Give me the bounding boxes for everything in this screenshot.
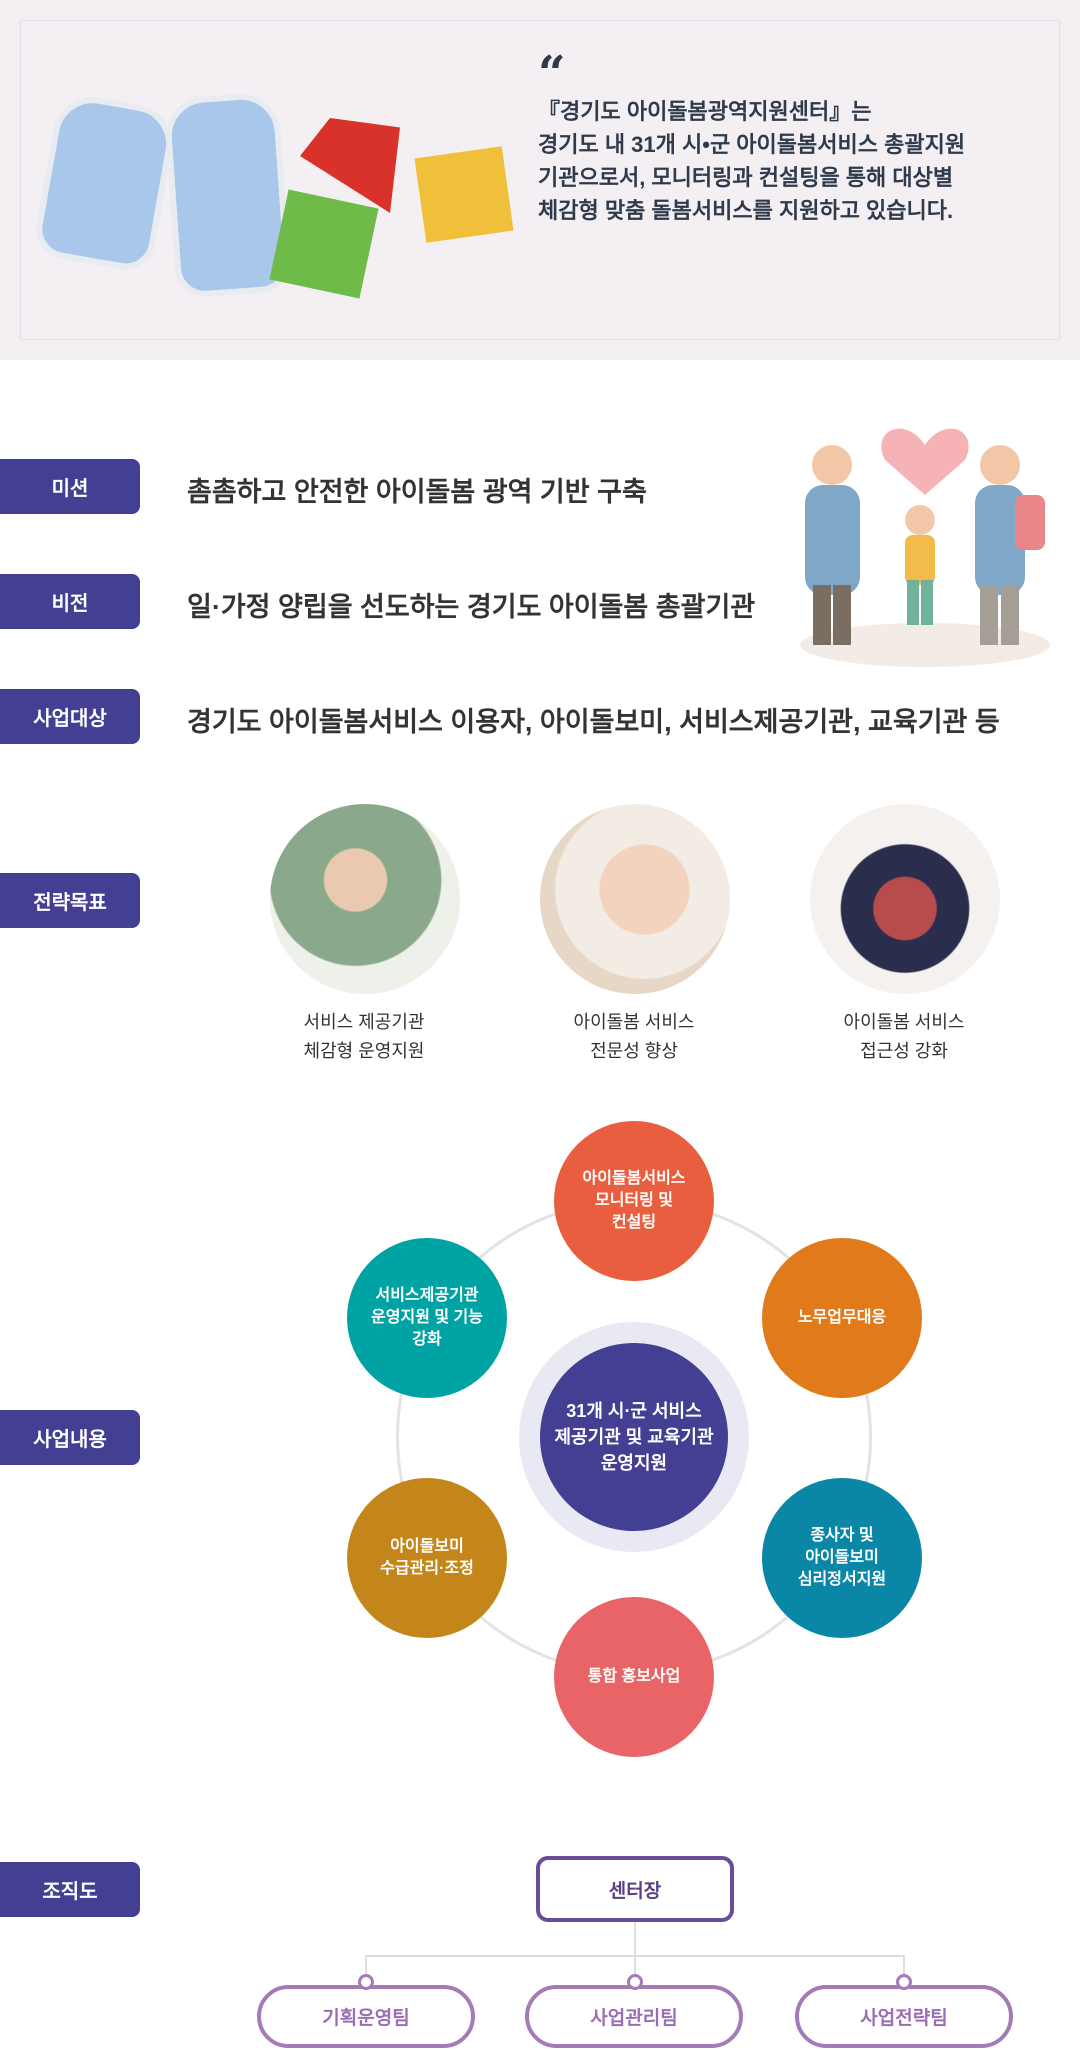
caption-line: 서비스 제공기관: [303, 1012, 425, 1032]
target-label: 사업대상: [0, 689, 140, 744]
node-line: 운영지원 및 기능: [371, 1309, 483, 1326]
node-line: 아이돌보미: [390, 1538, 464, 1555]
mission-text: 촘촘하고 안전한 아이돌봄 광역 기반 구축: [187, 477, 647, 507]
hero-line: 경기도 내 31개 시•군 아이돌봄서비스 총괄지원: [538, 132, 966, 157]
hero-line: 『경기도 아이돌봄광역지원센터』는: [538, 99, 872, 124]
center-line: 운영지원: [600, 1453, 668, 1473]
hero-line: 체감형 맞춤 돌봄서비스를 지원하고 있습니다.: [538, 198, 954, 223]
org-connector: [365, 1955, 367, 1977]
strategy-photo-caregiver: [270, 804, 460, 994]
connector-dot: [627, 1974, 643, 1990]
center-line: 제공기관 및 교육기관: [554, 1427, 714, 1447]
org-label: 조직도: [0, 1862, 140, 1917]
node-line: 아이돌봄서비스: [582, 1170, 686, 1187]
mission-label: 미션: [0, 459, 140, 514]
org-team-management: 사업관리팀: [525, 1985, 743, 2048]
target-text: 경기도 아이돌봄서비스 이용자, 아이돌보미, 서비스제공기관, 교육기관 등: [187, 707, 1000, 737]
business-node: 노무업무대응: [762, 1238, 922, 1398]
caption-line: 아이돌봄 서비스: [573, 1012, 695, 1032]
content-label: 사업내용: [0, 1410, 140, 1465]
business-node: 통합 홍보사업: [554, 1597, 714, 1757]
org-connector: [634, 1922, 636, 1956]
toy-block-yellow: [414, 146, 514, 243]
strategy-photo-mother-child: [810, 804, 1000, 994]
vision-text: 일·가정 양립을 선도하는 경기도 아이돌봄 총괄기관: [187, 592, 756, 622]
vision-label: 비전: [0, 574, 140, 629]
hero-banner: “ 『경기도 아이돌봄광역지원센터』는 경기도 내 31개 시•군 아이돌봄서비…: [0, 0, 1080, 360]
hero-intro-text: 『경기도 아이돌봄광역지원센터』는 경기도 내 31개 시•군 아이돌봄서비스 …: [538, 95, 1038, 227]
hero-frame: [20, 20, 1060, 340]
node-line: 강화: [412, 1331, 442, 1348]
org-connector: [903, 1955, 905, 1977]
center-line: 31개 시·군 서비스: [566, 1401, 702, 1421]
strategy-photo-baby: [540, 804, 730, 994]
strategy-label: 전략목표: [0, 873, 140, 928]
org-team-strategy: 사업전략팀: [795, 1985, 1013, 2048]
toy-block-green: [269, 189, 379, 299]
node-line: 심리정서지원: [797, 1571, 887, 1588]
caption-line: 체감형 운영지원: [303, 1041, 425, 1061]
caption-line: 아이돌봄 서비스: [843, 1012, 965, 1032]
org-connector: [634, 1955, 636, 1977]
org-head-box: 센터장: [536, 1856, 734, 1922]
org-team-planning: 기획운영팀: [257, 1985, 475, 2048]
node-line: 통합 홍보사업: [587, 1668, 681, 1685]
connector-dot: [896, 1974, 912, 1990]
node-line: 모니터링 및: [594, 1192, 674, 1209]
node-line: 아이돌보미: [805, 1549, 879, 1566]
connector-dot: [358, 1974, 374, 1990]
node-line: 노무업무대응: [797, 1309, 887, 1326]
family-illustration: [800, 428, 1050, 667]
caption-line: 전문성 향상: [590, 1041, 678, 1061]
node-line: 수급관리·조정: [380, 1560, 474, 1577]
node-line: 종사자 및: [810, 1527, 874, 1544]
hero-line: 기관으로서, 모니터링과 컨설팅을 통해 대상별: [538, 165, 954, 190]
caption-line: 접근성 강화: [860, 1041, 948, 1061]
quote-icon: “: [538, 46, 566, 102]
node-line: 서비스제공기관: [375, 1287, 479, 1304]
node-line: 컨설팅: [611, 1214, 657, 1231]
